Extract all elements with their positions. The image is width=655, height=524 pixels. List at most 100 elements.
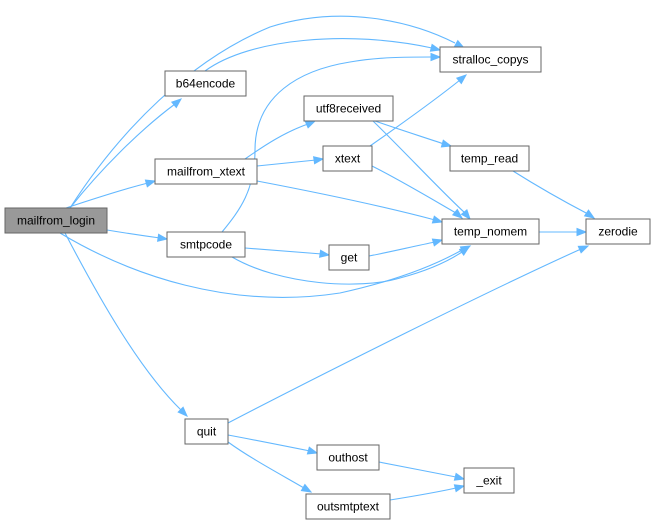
arrowhead bbox=[304, 120, 317, 129]
edge-quit-to-zerodie bbox=[227, 245, 590, 424]
arrowhead bbox=[313, 156, 325, 165]
edge-line bbox=[512, 170, 589, 215]
edge-line bbox=[106, 229, 161, 239]
node-box bbox=[322, 145, 373, 172]
node-outhost[interactable]: outhost bbox=[316, 444, 380, 471]
node-label: xtext bbox=[335, 152, 361, 166]
arrowhead bbox=[300, 483, 313, 493]
node-label: smtpcode bbox=[180, 238, 232, 252]
edge-utf8received-to-temp_nomem bbox=[372, 120, 471, 221]
edge-temp_nomem-to-zerodie bbox=[538, 227, 588, 237]
edge-line bbox=[231, 251, 463, 285]
edge-outhost-to-_exit bbox=[378, 461, 466, 481]
node-box bbox=[449, 145, 530, 172]
edge-mailfrom_xtext-to-temp_nomem bbox=[256, 180, 444, 224]
edge-line bbox=[368, 241, 436, 257]
edge-line bbox=[64, 232, 182, 411]
arrowhead bbox=[431, 215, 444, 224]
edge-mailfrom_login-to-b64encode bbox=[69, 98, 183, 209]
node-mailfrom-xtext[interactable]: mailfrom_xtext bbox=[154, 158, 258, 185]
node-box bbox=[303, 95, 394, 122]
node--exit[interactable]: _exit bbox=[463, 467, 515, 494]
node-label: mailfrom_xtext bbox=[167, 165, 246, 179]
nodes-layer: mailfrom_login b64encode mailfrom_xtextsmt… bbox=[4, 46, 651, 520]
arrowhead bbox=[177, 406, 188, 417]
node-box bbox=[441, 218, 540, 245]
node-label: mailfrom_login bbox=[17, 214, 95, 228]
edge-xtext-to-temp_nomem bbox=[371, 165, 464, 219]
node-temp-read[interactable]: temp_read bbox=[449, 145, 530, 172]
node-outsmtptext[interactable]: outsmtptext bbox=[305, 493, 391, 520]
node-label: zerodie bbox=[598, 225, 638, 239]
node-box bbox=[463, 467, 515, 494]
edge-smtpcode-to-stralloc_copys bbox=[221, 52, 442, 233]
edge-line bbox=[227, 434, 311, 452]
arrowhead bbox=[577, 245, 590, 254]
node-stralloc-copys[interactable]: stralloc_copys bbox=[439, 46, 542, 73]
node-box bbox=[164, 70, 247, 97]
edge-line bbox=[374, 120, 445, 145]
edge-line bbox=[371, 165, 457, 214]
edge-line bbox=[389, 487, 457, 501]
edge-line bbox=[65, 182, 149, 209]
edge-line bbox=[204, 38, 433, 72]
edge-smtpcode-to-get bbox=[244, 247, 331, 258]
edge-line bbox=[69, 15, 456, 209]
node-box bbox=[316, 444, 380, 471]
edge-smtpcode-to-temp_nomem bbox=[231, 246, 471, 285]
edge-line bbox=[372, 120, 466, 214]
node-box bbox=[184, 418, 229, 445]
edge-line bbox=[244, 247, 323, 255]
edge-line bbox=[256, 180, 436, 221]
node-mailfrom-login[interactable]: mailfrom_login bbox=[4, 207, 108, 234]
node-box bbox=[4, 207, 108, 234]
node-label: b64encode bbox=[176, 77, 236, 91]
edge-mailfrom_login-to-smtpcode bbox=[106, 229, 169, 242]
node-label: quit bbox=[197, 425, 217, 439]
node-label: stralloc_copys bbox=[452, 53, 528, 67]
node-b64encode[interactable]: b64encode bbox=[164, 70, 247, 97]
arrowhead bbox=[431, 238, 444, 247]
node-label: outhost bbox=[328, 451, 368, 465]
node-quit[interactable]: quit bbox=[184, 418, 229, 445]
edge-xtext-to-stralloc_copys bbox=[369, 74, 468, 147]
node-box bbox=[166, 231, 246, 258]
edge-mailfrom_login-to-mailfrom_xtext bbox=[65, 179, 157, 209]
arrowhead bbox=[576, 227, 588, 237]
node-box bbox=[328, 244, 370, 271]
node-box bbox=[439, 46, 542, 73]
edge-line bbox=[59, 232, 463, 298]
edge-mailfrom_login-to-quit bbox=[64, 232, 188, 417]
node-xtext[interactable]: xtext bbox=[322, 145, 373, 172]
edge-line bbox=[227, 441, 305, 489]
edge-mailfrom_xtext-to-xtext bbox=[256, 156, 325, 167]
edge-outsmtptext-to-_exit bbox=[389, 484, 466, 501]
node-smtpcode[interactable]: smtpcode bbox=[166, 231, 246, 258]
edges-layer bbox=[59, 15, 596, 501]
edge-utf8received-to-temp_read bbox=[374, 120, 453, 148]
arrowhead bbox=[144, 179, 157, 188]
arrowhead bbox=[319, 249, 331, 258]
edge-b64encode-to-stralloc_copys bbox=[204, 38, 442, 72]
edge-temp_read-to-zerodie bbox=[512, 170, 596, 219]
node-label: outsmtptext bbox=[317, 500, 380, 514]
node-box bbox=[585, 218, 651, 245]
edge-quit-to-outhost bbox=[227, 434, 319, 455]
node-temp-nomem[interactable]: temp_nomem bbox=[441, 218, 540, 245]
node-label: _exit bbox=[475, 474, 502, 488]
edge-line bbox=[227, 248, 582, 424]
arrowhead bbox=[455, 74, 468, 85]
node-label: temp_read bbox=[461, 152, 518, 166]
edge-line bbox=[256, 159, 317, 167]
edge-line bbox=[378, 461, 457, 478]
edge-mailfrom_login-to-temp_nomem bbox=[59, 232, 472, 298]
arrowhead bbox=[170, 98, 183, 109]
arrowhead bbox=[429, 43, 442, 52]
arrowhead bbox=[306, 446, 319, 455]
node-box bbox=[305, 493, 391, 520]
node-zerodie[interactable]: zerodie bbox=[585, 218, 651, 245]
node-get[interactable]: get bbox=[328, 244, 370, 271]
node-label: get bbox=[341, 251, 358, 265]
node-utf8received[interactable]: utf8received bbox=[303, 95, 394, 122]
edge-get-to-temp_nomem bbox=[368, 238, 444, 257]
